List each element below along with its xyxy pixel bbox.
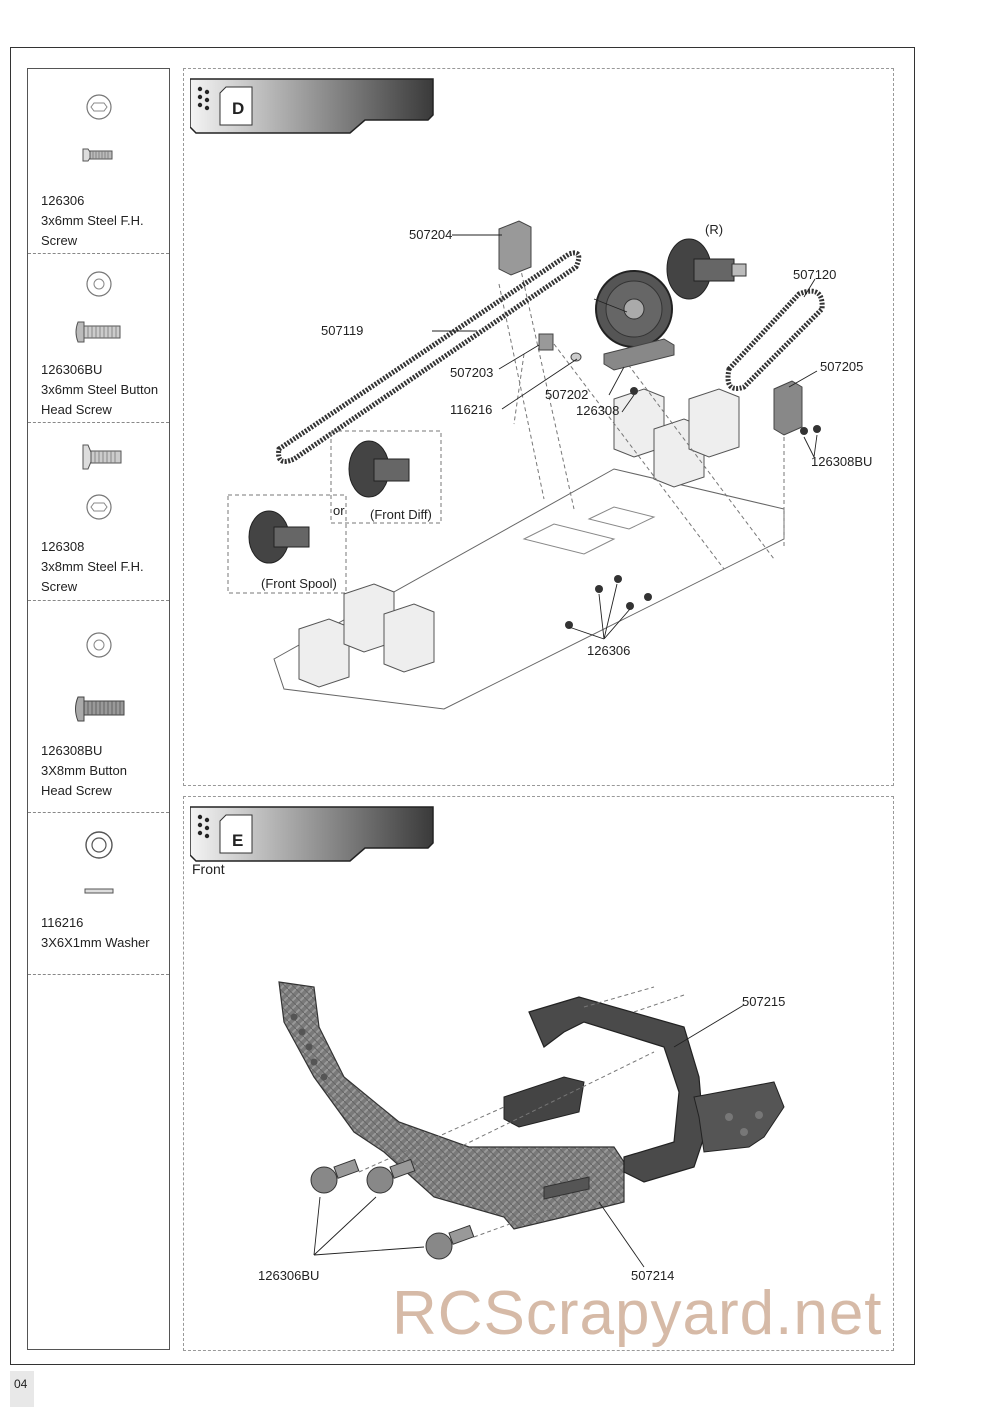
watermark: RCScrapyard.net bbox=[392, 1279, 883, 1348]
part-126308: 126308 3x8mm Steel F.H. Screw bbox=[28, 423, 169, 601]
label-507119: 507119 bbox=[321, 323, 364, 338]
part-code: 126308 bbox=[41, 539, 85, 554]
parts-sidebar: 126306 3x6mm Steel F.H. Screw 126306BU 3… bbox=[27, 68, 170, 1350]
part-code: 126306 bbox=[41, 193, 85, 208]
part-126308bu: 126308BU 3X8mm Button Head Screw bbox=[28, 601, 169, 813]
step-d-banner bbox=[190, 78, 434, 134]
front-label: Front bbox=[192, 861, 225, 877]
label-507204: 507204 bbox=[409, 227, 453, 242]
step-e-banner bbox=[190, 806, 434, 862]
part-116216: 116216 3X6X1mm Washer bbox=[28, 813, 169, 975]
part-desc: 3X6X1mm Washer bbox=[41, 935, 150, 950]
label-front-diff: (Front Diff) bbox=[370, 507, 432, 522]
label-507205: 507205 bbox=[820, 359, 864, 374]
button-head-screw-icon bbox=[75, 271, 121, 343]
label-507120: 507120 bbox=[793, 267, 837, 282]
label-r: (R) bbox=[705, 222, 724, 237]
part-desc: 3x6mm Steel Button Head Screw bbox=[41, 382, 159, 417]
step-d-panel: D bbox=[183, 68, 894, 786]
page-number: 04 bbox=[10, 1371, 34, 1407]
label-126306: 126306 bbox=[587, 643, 631, 658]
part-desc: 3x8mm Steel F.H. Screw bbox=[41, 559, 144, 594]
label-507214: 507214 bbox=[631, 1268, 675, 1283]
part-126306: 126306 3x6mm Steel F.H. Screw bbox=[28, 69, 169, 254]
label-126308: 126308 bbox=[576, 403, 620, 418]
part-code: 116216 bbox=[41, 915, 84, 930]
part-126306bu: 126306BU 3x6mm Steel Button Head Screw bbox=[28, 254, 169, 423]
part-code: 126306BU bbox=[41, 362, 103, 377]
part-code: 126308BU bbox=[41, 743, 103, 758]
washer-icon bbox=[84, 831, 114, 894]
label-507215: 507215 bbox=[742, 994, 786, 1009]
label-116216: 116216 bbox=[450, 402, 493, 417]
label-or: or bbox=[333, 503, 345, 518]
label-507202: 507202 bbox=[545, 387, 589, 402]
label-126306bu: 126306BU bbox=[258, 1268, 320, 1283]
chassis-assembly-diagram bbox=[227, 220, 825, 710]
flat-head-screw-icon bbox=[82, 444, 122, 520]
flat-head-screw-icon bbox=[82, 94, 113, 162]
part-desc: 3X8mm Button Head Screw bbox=[41, 763, 127, 798]
carbon-plate-diagram bbox=[278, 981, 785, 1268]
label-126308bu: 126308BU bbox=[811, 454, 873, 469]
label-front-spool: (Front Spool) bbox=[261, 576, 337, 591]
button-head-screw-icon bbox=[75, 632, 125, 722]
step-letter: E bbox=[232, 831, 244, 850]
part-desc: 3x6mm Steel F.H. Screw bbox=[41, 213, 144, 248]
page-frame bbox=[10, 47, 915, 1365]
step-e-panel: E Front 507215 bbox=[183, 796, 894, 1351]
label-507203: 507203 bbox=[450, 365, 494, 380]
step-letter: D bbox=[232, 99, 245, 118]
